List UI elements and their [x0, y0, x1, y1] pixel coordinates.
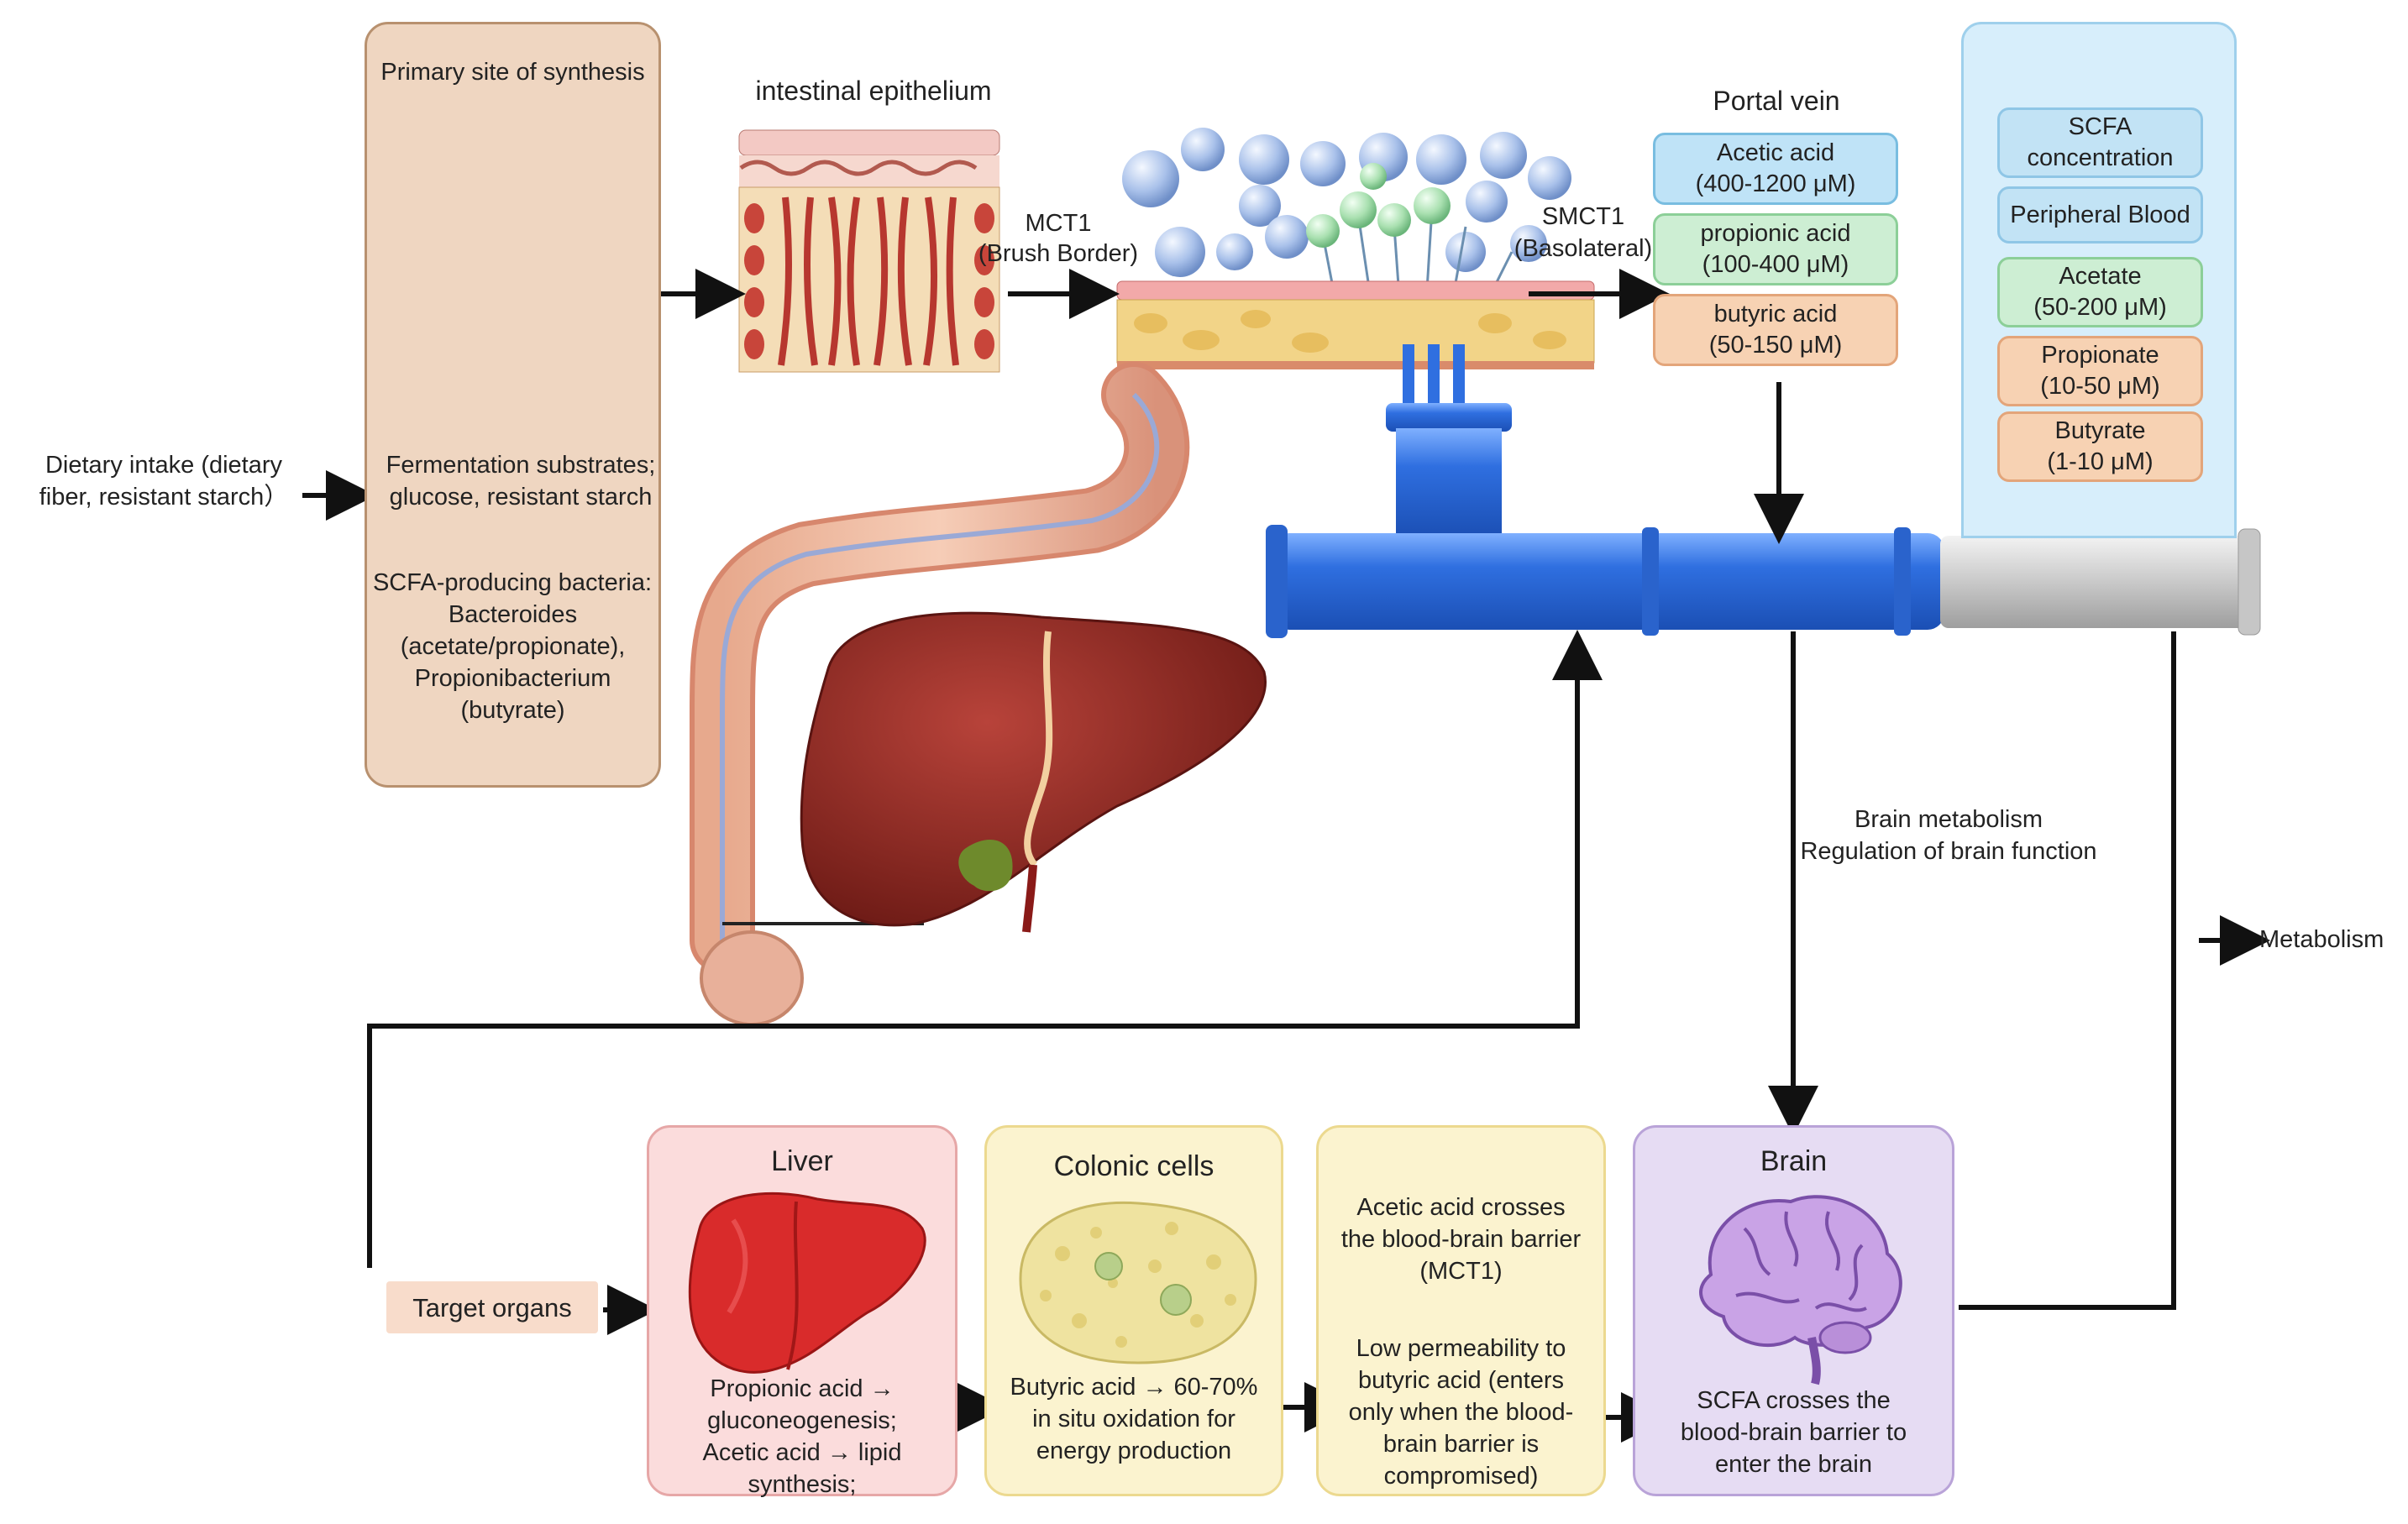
peripheral-header: SCFA concentration	[1997, 107, 2203, 178]
liver-card: Liver Propionic acid → gluconeogenesis; …	[647, 1125, 957, 1498]
portal-acetic-acid: Acetic acid (400-1200 μM)	[1653, 133, 1898, 205]
portal-propionic-acid: propionic acid (100-400 μM)	[1653, 213, 1898, 285]
portal-acetic-name: Acetic acid	[1716, 139, 1835, 166]
bacteria-line2: (acetate/propionate),	[400, 633, 626, 660]
dietary-intake-line1: Dietary intake (dietary	[45, 452, 283, 479]
brain-card-line1: SCFA crosses the	[1697, 1387, 1891, 1414]
colonic-card-line2: in situ oxidation for	[1032, 1406, 1235, 1432]
synthesis-panel	[365, 22, 661, 788]
epithelium-icon	[738, 129, 1000, 373]
peripheral-acetate-name: Acetate	[2059, 263, 2142, 290]
peripheral-propionate-name: Propionate	[2041, 342, 2159, 369]
substrates-line1: Fermentation substrates;	[386, 452, 656, 479]
bbb-card-line8: compromised)	[1383, 1463, 1539, 1490]
mct1-label: MCT1	[1025, 210, 1092, 237]
brain-card-line2: blood-brain barrier to	[1680, 1419, 1907, 1446]
portal-butyric-acid: butyric acid (50-150 μM)	[1653, 294, 1898, 366]
portal-vein-pipe-icon	[1266, 344, 2261, 638]
portal-butyric-range: (50-150 μM)	[1708, 332, 1843, 359]
dietary-intake-line2: fiber, resistant starch）	[39, 484, 289, 511]
mct1-location: (Brush Border)	[978, 240, 1139, 267]
portal-acetic-range: (400-1200 μM)	[1695, 170, 1856, 197]
peripheral-acetate-range: (50-200 μM)	[2033, 294, 2167, 321]
bbb-card-line2: the blood-brain barrier	[1340, 1226, 1582, 1253]
brain-icon	[1699, 1195, 1902, 1385]
metabolism-label: Metabolism	[2259, 926, 2384, 953]
peripheral-subtitle: Peripheral Blood	[1997, 186, 2203, 244]
peripheral-propionate-range: (10-50 μM)	[2040, 373, 2160, 400]
bbb-card-line6: only when the blood-	[1348, 1399, 1574, 1426]
portal-butyric-name: butyric acid	[1713, 301, 1838, 327]
liver-card-line2: gluconeogenesis;	[707, 1407, 897, 1434]
liver-card-line3: Acetic acid → lipid	[702, 1439, 902, 1466]
liver-card-title: Liver	[771, 1145, 833, 1177]
absorption-icon	[1116, 128, 1595, 369]
epithelium-title: intestinal epithelium	[755, 76, 992, 106]
smct1-location: (Basolateral)	[1514, 235, 1653, 262]
bbb-card: Acetic acid crosses the blood-brain barr…	[1316, 1125, 1606, 1496]
brain-metabolism-line1: Brain metabolism	[1854, 806, 2043, 833]
target-organs-label: Target organs	[386, 1281, 598, 1333]
colonic-card-line3: energy production	[1036, 1438, 1232, 1464]
peripheral-header-line1: SCFA	[2068, 113, 2133, 140]
flow-arrows	[302, 269, 2270, 1443]
bbb-card-line7: brain barrier is	[1382, 1431, 1540, 1458]
substrates-line2: glucose, resistant starch	[389, 484, 653, 511]
brain-metabolism-line2: Regulation of brain function	[1800, 838, 2097, 865]
bacteria-line4: (butyrate)	[460, 697, 565, 724]
colonic-cell-icon	[1019, 1201, 1257, 1364]
liver-card-line4: synthesis;	[748, 1471, 857, 1498]
colonic-card: Colonic cells Butyric acid → 60-70% in s…	[984, 1125, 1283, 1496]
portal-propionic-name: propionic acid	[1700, 220, 1851, 247]
colonic-card-line1: Butyric acid → 60-70%	[1010, 1374, 1258, 1401]
liver-organ-icon	[800, 611, 1267, 933]
bbb-card-line3: (MCT1)	[1419, 1258, 1503, 1285]
brain-card: Brain SCFA crosses the blood-brain barri…	[1633, 1125, 1954, 1496]
brain-card-line3: enter the brain	[1714, 1451, 1872, 1478]
smct1-label: SMCT1	[1541, 203, 1625, 230]
bbb-card-line1: Acetic acid crosses	[1356, 1194, 1566, 1221]
peripheral-butyrate-name: Butyrate	[2054, 417, 2146, 444]
bbb-card-line4: Low permeability to	[1356, 1335, 1566, 1362]
peripheral-header-line2: concentration	[2027, 144, 2174, 171]
brain-card-title: Brain	[1760, 1145, 1828, 1177]
bacteria-line1: Bacteroides	[448, 601, 578, 628]
liver-icon	[688, 1191, 926, 1374]
colon-icon	[690, 362, 1190, 1026]
peripheral-butyrate-range: (1-10 μM)	[2047, 448, 2154, 475]
peripheral-acetate: Acetate (50-200 μM)	[1997, 257, 2203, 327]
bacteria-line3: Propionibacterium	[414, 665, 611, 692]
bbb-card-line5: butyric acid (enters	[1358, 1367, 1564, 1394]
bacteria-title: SCFA-producing bacteria:	[372, 569, 653, 596]
synthesis-title: Primary site of synthesis	[380, 59, 645, 86]
portal-propionic-range: (100-400 μM)	[1702, 251, 1849, 278]
liver-card-line1: Propionic acid →	[710, 1375, 894, 1402]
colonic-card-title: Colonic cells	[1053, 1150, 1214, 1182]
peripheral-butyrate: Butyrate (1-10 μM)	[1997, 411, 2203, 482]
peripheral-propionate: Propionate (10-50 μM)	[1997, 336, 2203, 406]
portal-vein-title: Portal vein	[1713, 86, 1840, 116]
